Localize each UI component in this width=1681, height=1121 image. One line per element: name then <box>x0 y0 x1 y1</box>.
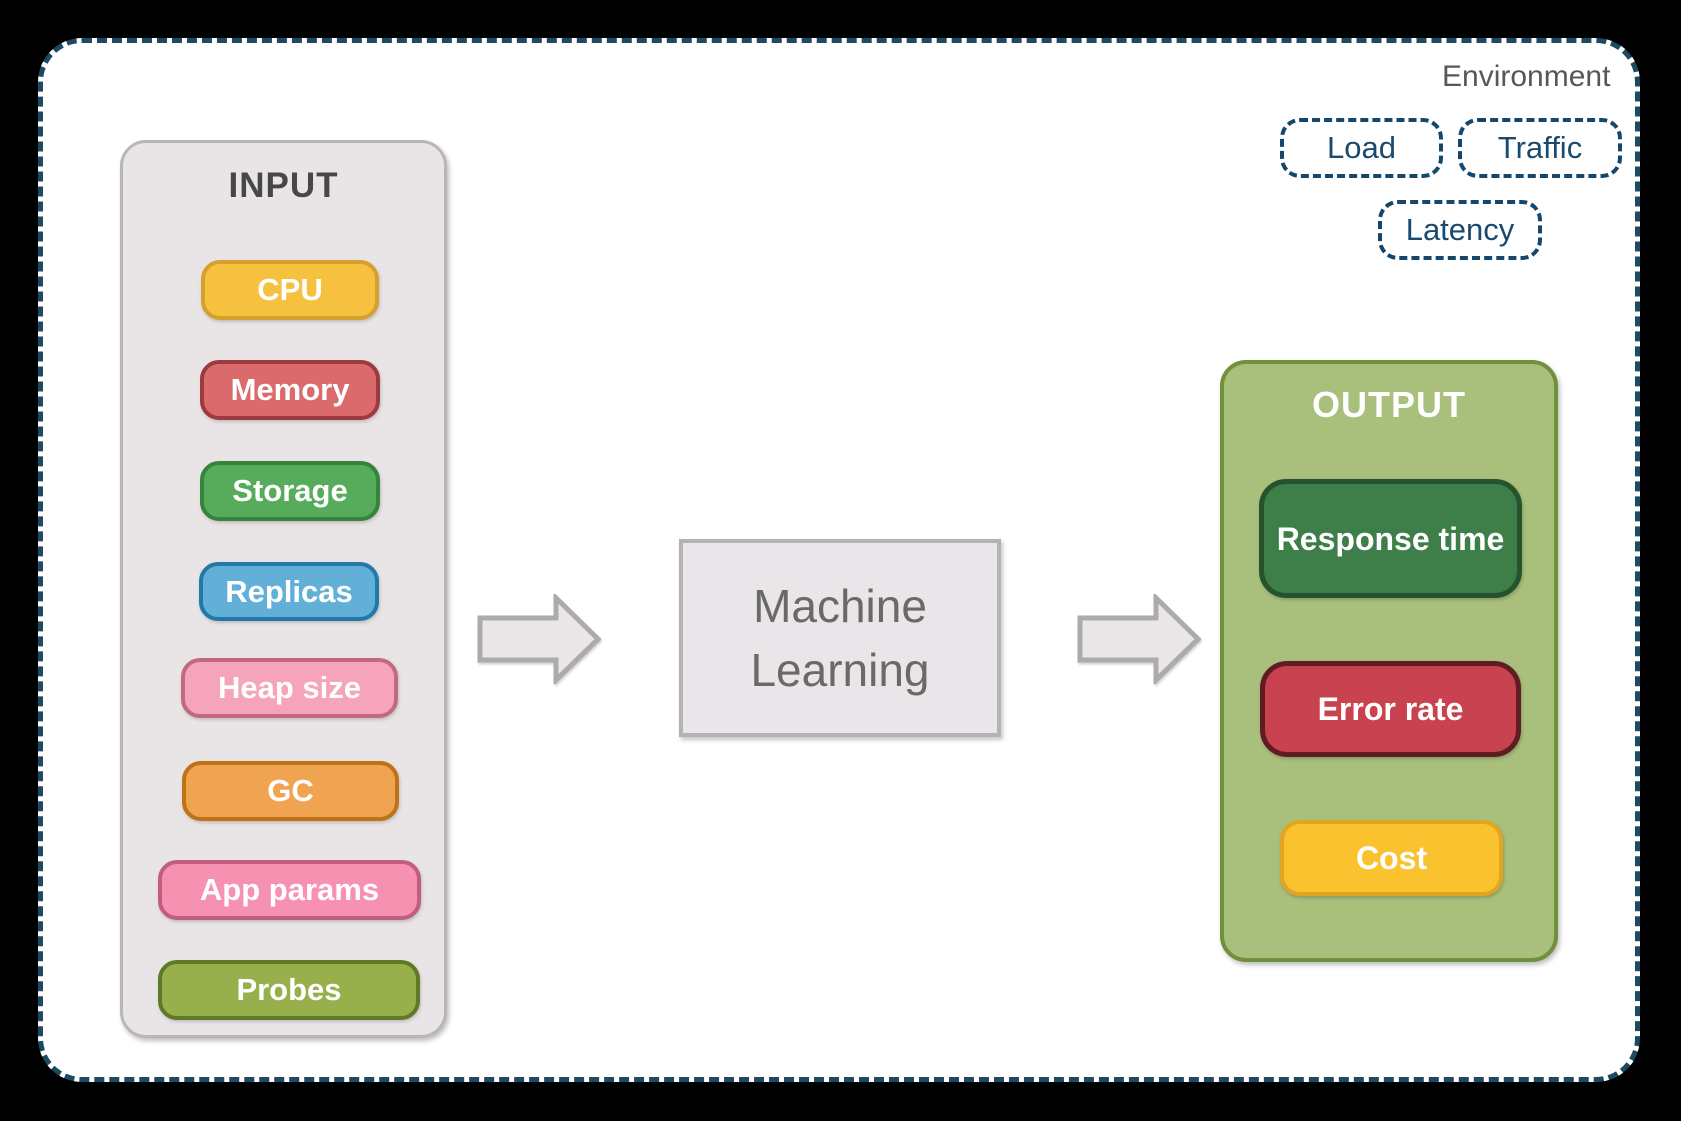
env-pill-latency: Latency <box>1378 200 1542 260</box>
output-box-response-time: Response time <box>1259 479 1522 598</box>
input-pill-storage: Storage <box>200 461 380 521</box>
machine-learning-box: Machine Learning <box>679 539 1001 737</box>
ml-label-line1: Machine <box>753 580 927 632</box>
input-pill-gc: GC <box>182 761 399 821</box>
env-pill-load: Load <box>1280 118 1443 178</box>
input-pill-app-params: App params <box>158 860 421 920</box>
input-pill-probes: Probes <box>158 960 420 1020</box>
input-panel-title: INPUT <box>228 166 339 205</box>
input-pill-replicas: Replicas <box>199 562 379 621</box>
environment-label: Environment <box>1442 60 1611 93</box>
right-block-arrow-icon <box>1077 594 1201 684</box>
input-pill-heap-size: Heap size <box>181 658 398 718</box>
output-box-error-rate: Error rate <box>1260 661 1521 757</box>
right-block-arrow-icon <box>477 594 601 684</box>
ml-label-line2: Learning <box>750 644 930 696</box>
input-pill-cpu: CPU <box>201 260 379 320</box>
input-pill-memory: Memory <box>200 360 380 420</box>
env-pill-traffic: Traffic <box>1458 118 1622 178</box>
output-box-cost: Cost <box>1280 820 1503 896</box>
output-panel-title: OUTPUT <box>1312 384 1466 425</box>
